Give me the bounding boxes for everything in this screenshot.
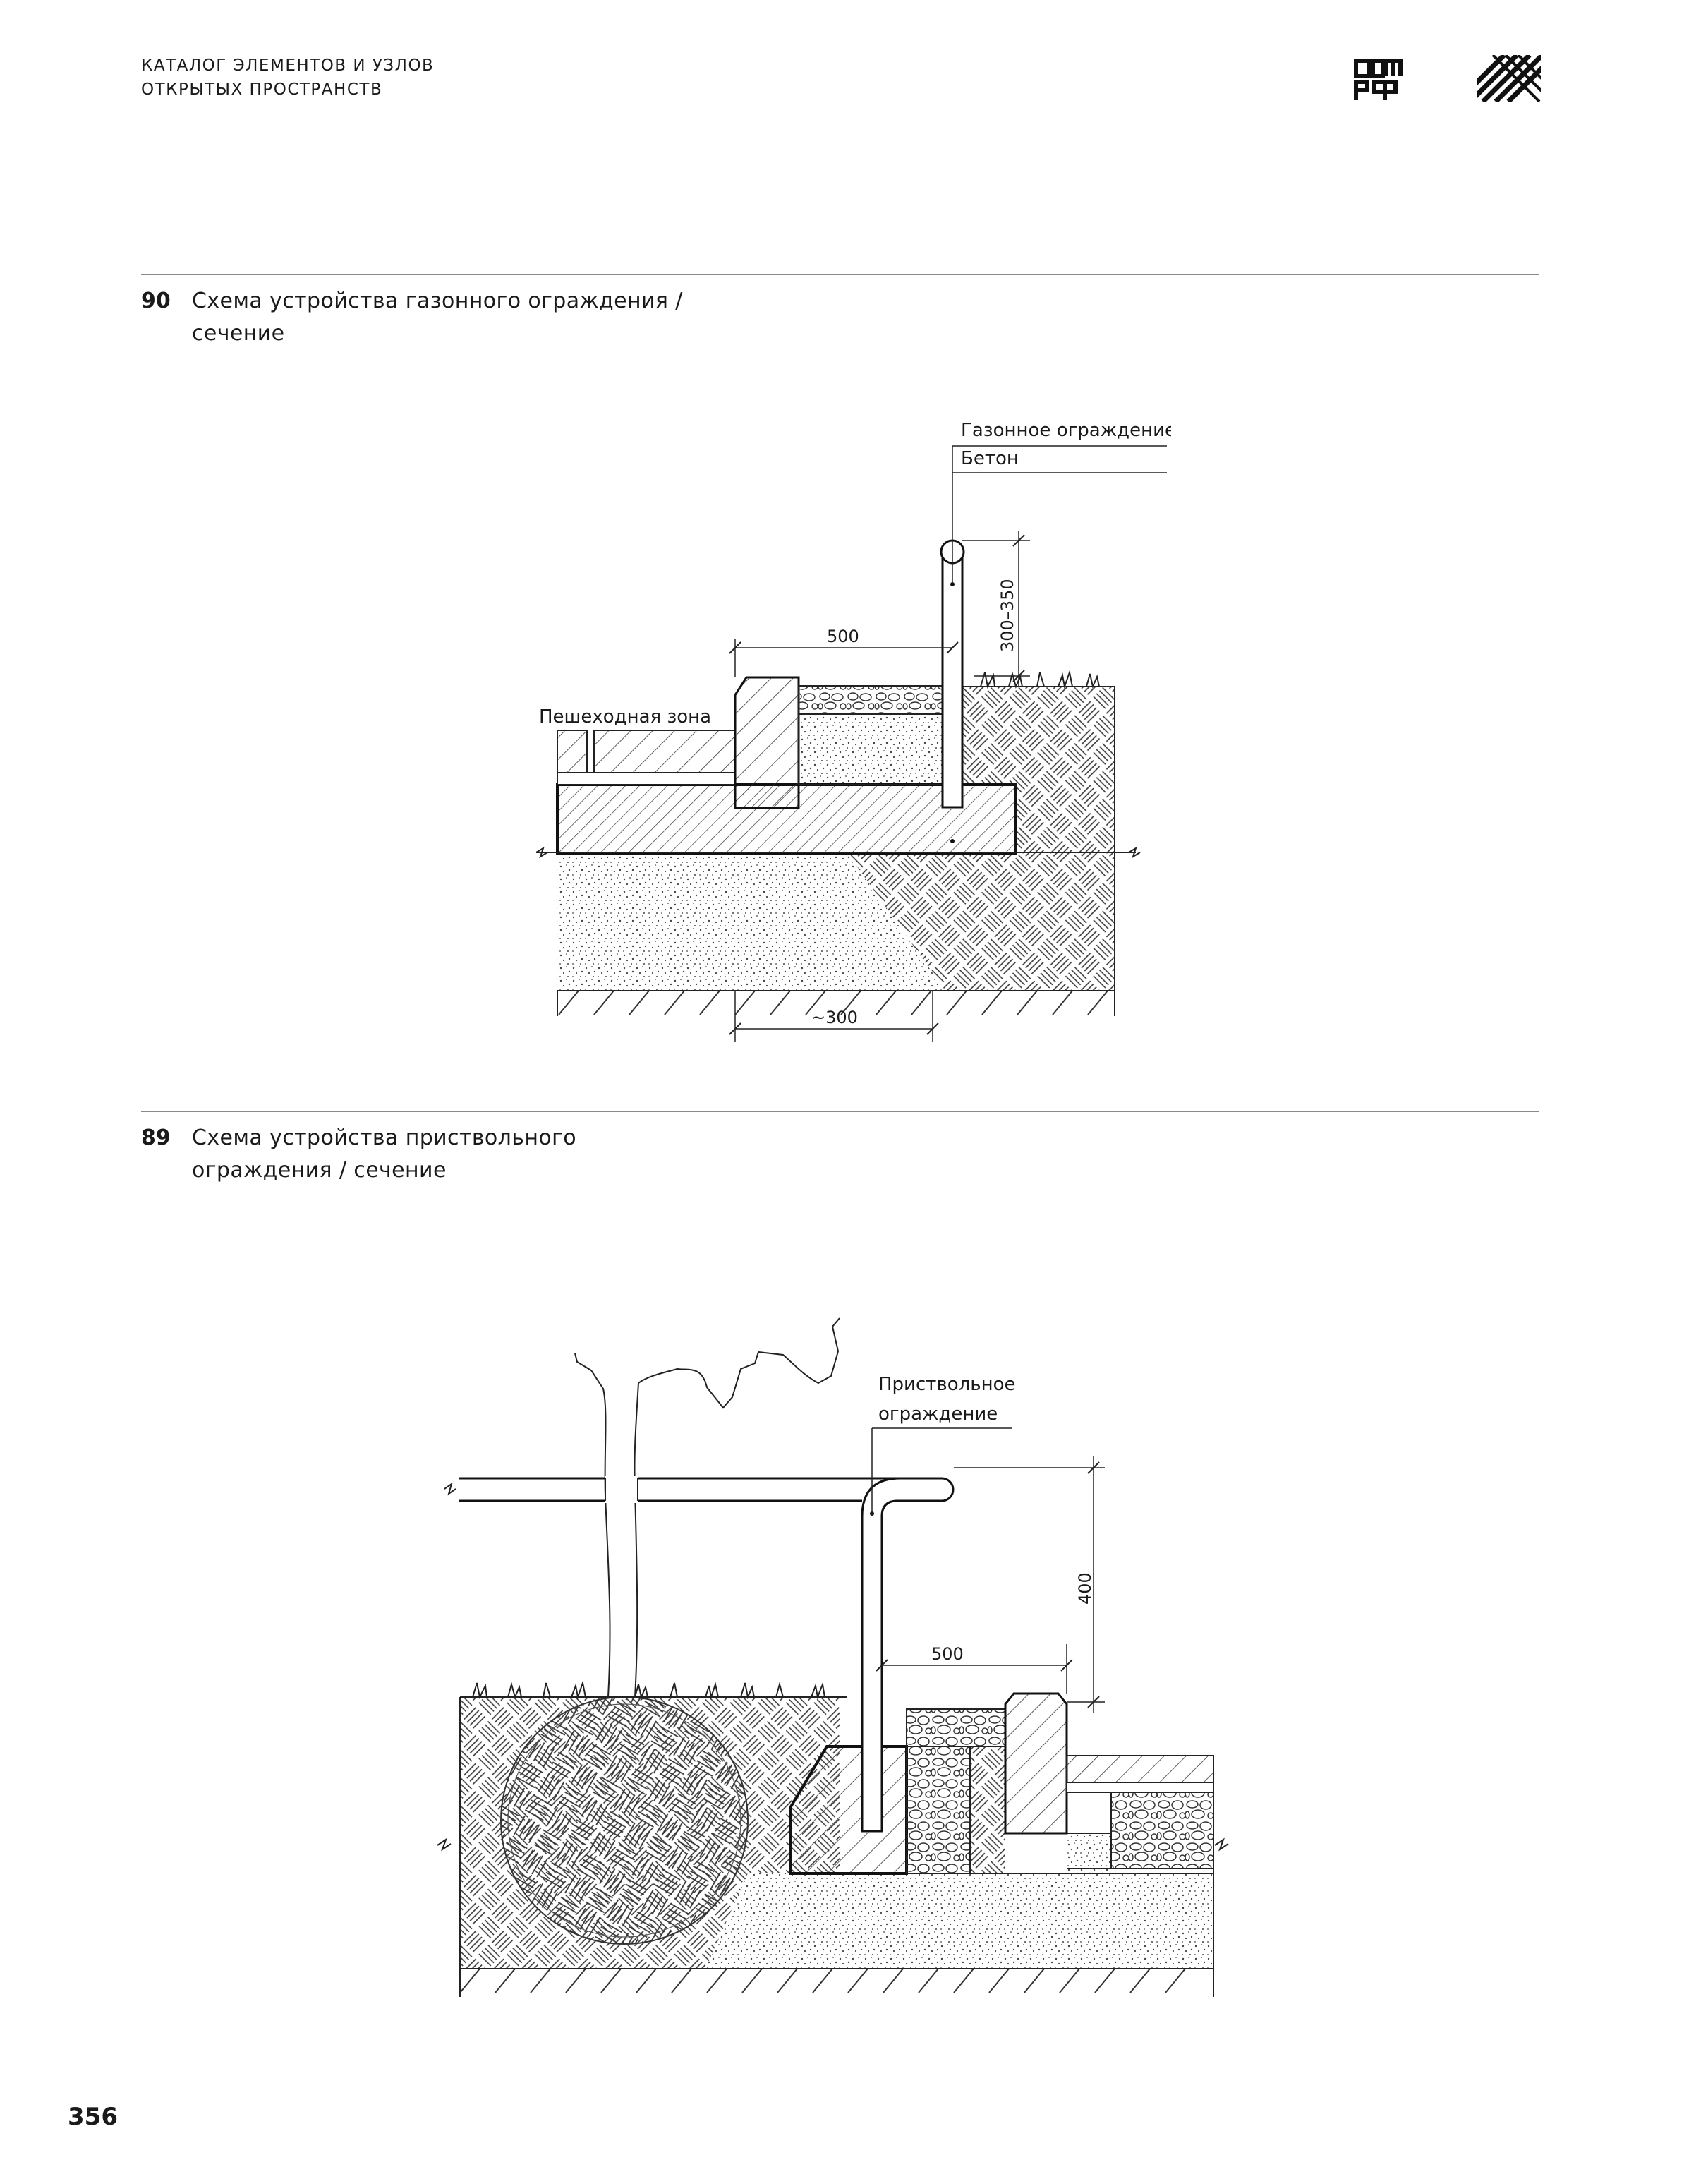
figure-title-line-2: ограждения / сечение [192, 1158, 447, 1183]
section-divider [141, 274, 1539, 275]
dim-300-350: 300–350 [998, 579, 1017, 652]
figure-title-line-1: Схема устройства газонного ограждения / [192, 289, 683, 313]
header-line-2: ОТКРЫТЫХ ПРОСТРАНСТВ [141, 80, 383, 99]
dim-300-approx: ~300 [811, 1008, 858, 1027]
hatch-pattern-logo [1477, 55, 1541, 102]
page-number: 356 [68, 2103, 118, 2131]
section-divider [141, 1111, 1539, 1112]
dim-500: 500 [827, 627, 859, 646]
dim-500: 500 [931, 1644, 964, 1664]
tree-fence-section-drawing: Приствольное ограждение 400 500 [437, 1317, 1229, 1997]
header-line-1: КАТАЛОГ ЭЛЕМЕНТОВ И УЗЛОВ [141, 56, 435, 75]
running-header: КАТАЛОГ ЭЛЕМЕНТОВ И УЗЛОВ ОТКРЫТЫХ ПРОСТ… [141, 54, 434, 102]
figure-title-line-1: Схема устройства приствольного [192, 1125, 576, 1150]
label-pedestrian-zone: Пешеходная зона [539, 706, 711, 728]
figure-number: 89 [141, 1125, 171, 1150]
lawn-fence-section-drawing: Газонное ограждение Бетон Пешеходная зон… [535, 420, 1171, 1042]
figure-title-line-2: сечение [192, 321, 285, 346]
label-fence: Газонное ограждение [961, 420, 1171, 441]
dom-rf-logo [1354, 59, 1403, 100]
label-tree-fence-2: ограждение [878, 1404, 998, 1425]
figure-number: 90 [141, 289, 171, 313]
label-tree-fence-1: Приствольное [878, 1374, 1015, 1395]
label-concrete: Бетон [961, 448, 1019, 469]
dim-400: 400 [1075, 1572, 1095, 1605]
